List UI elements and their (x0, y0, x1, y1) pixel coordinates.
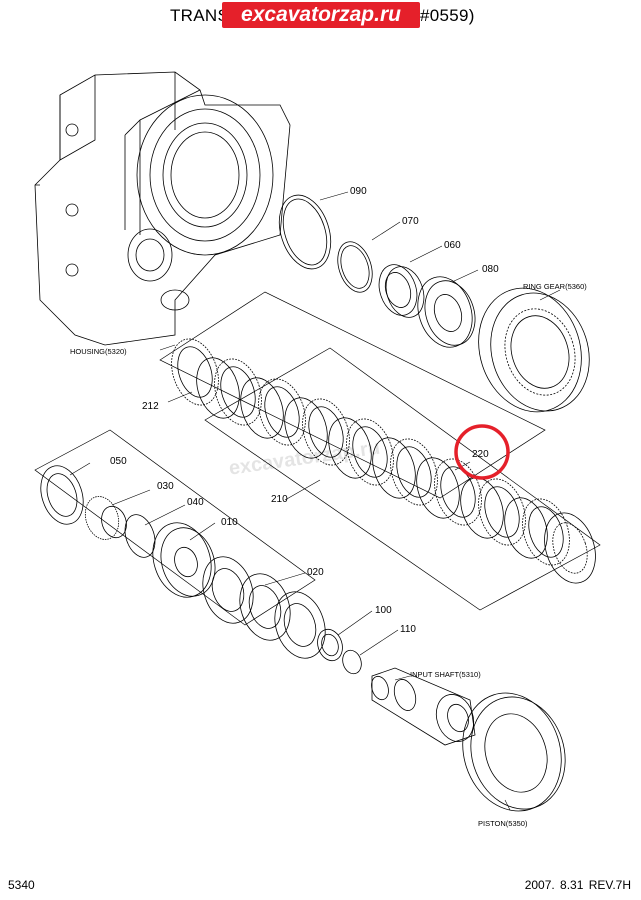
clutch-discs-210 (196, 357, 596, 584)
part-100-washer (317, 628, 343, 662)
title-right: #0559) (420, 6, 475, 25)
label-030: 030 (157, 481, 174, 492)
watermark-badge: excavatorzap.ru (222, 2, 420, 28)
label-housing: HOUSING(5320) (70, 347, 127, 356)
leader-lines (69, 191, 561, 811)
center-watermark: excavatorzap.ru (228, 437, 382, 480)
label-080: 080 (482, 264, 499, 275)
label-060: 060 (444, 240, 461, 251)
label-070: 070 (402, 216, 419, 227)
part-060-bearing (378, 264, 425, 318)
piston-drawing (462, 692, 566, 812)
page-number: 5340 (8, 878, 35, 892)
label-110: 110 (400, 624, 416, 635)
label-100: 100 (375, 605, 392, 616)
part-020-plates (202, 556, 326, 659)
part-050-washer (40, 465, 84, 525)
part-110-snap-ring (342, 649, 362, 675)
label-210: 210 (271, 494, 288, 505)
title-left: TRANS (170, 6, 230, 25)
part-010-cover (152, 522, 216, 598)
label-220: 220 (472, 449, 489, 460)
ring-gear-drawing (478, 287, 590, 413)
part-040-ring (124, 514, 156, 558)
label-212: 212 (142, 401, 159, 412)
part-070-snap-ring (337, 241, 373, 293)
housing-drawing (34, 71, 291, 346)
clutch-plates-212 (171, 338, 570, 566)
input-shaft-drawing (371, 667, 476, 746)
part-030-hub (84, 496, 127, 540)
label-ring-gear: RING GEAR(5360) (523, 282, 587, 291)
label-020: 020 (307, 567, 324, 578)
label-010: 010 (221, 517, 238, 528)
label-input-shaft: INPUT SHAFT(5310) (410, 670, 481, 679)
part-080-seal (417, 276, 476, 348)
label-piston: PISTON(5350) (478, 819, 528, 828)
label-040: 040 (187, 497, 204, 508)
label-050: 050 (110, 456, 127, 467)
highlight-circle (454, 424, 510, 480)
label-090: 090 (350, 186, 367, 197)
revision-date: 2007. 8.31 REV.7H (524, 878, 631, 892)
part-090-snap-ring (278, 194, 332, 270)
